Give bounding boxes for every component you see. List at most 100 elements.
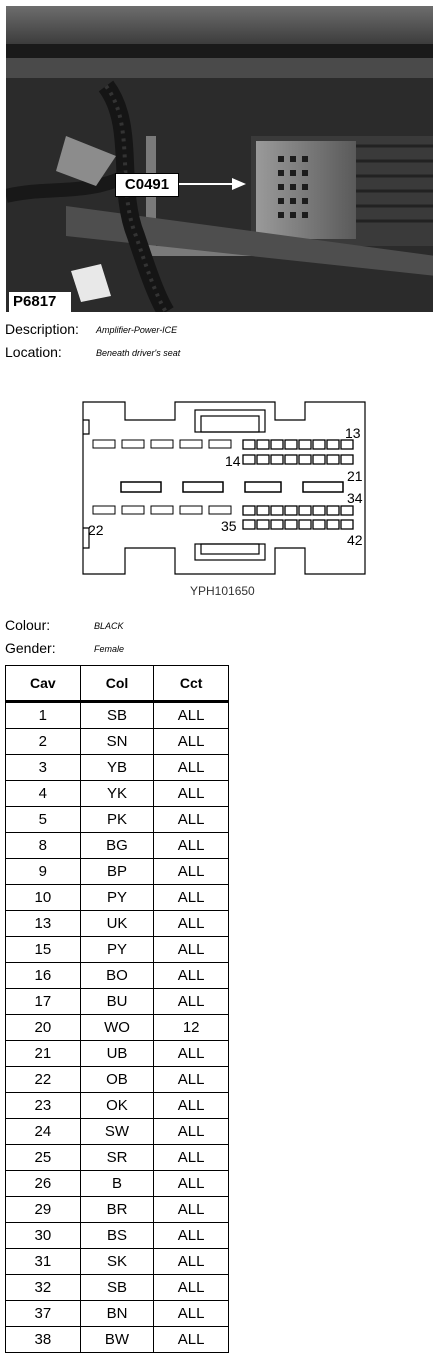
description-label: Description: bbox=[5, 321, 79, 337]
col-cell: BN bbox=[79, 1300, 155, 1327]
col-cell: SB bbox=[79, 1274, 155, 1301]
cct-cell: ALL bbox=[153, 1144, 229, 1171]
connector-face-diagram: 13 14 21 34 22 35 42 bbox=[82, 401, 366, 575]
description-value: Amplifier-Power-ICE bbox=[96, 325, 178, 335]
col-cell: OB bbox=[79, 1066, 155, 1093]
col-cell: BR bbox=[79, 1196, 155, 1223]
cav-cell: 10 bbox=[5, 884, 81, 911]
col-cell: YK bbox=[79, 780, 155, 807]
col-cell: BU bbox=[79, 988, 155, 1015]
col-cell: OK bbox=[79, 1092, 155, 1119]
pin-label-22: 22 bbox=[88, 522, 104, 538]
connector-callout-label: C0491 bbox=[115, 173, 179, 197]
header-col: Col bbox=[79, 665, 155, 703]
cct-cell: ALL bbox=[153, 1274, 229, 1301]
gender-line: Gender: Female bbox=[5, 640, 124, 656]
cav-cell: 13 bbox=[5, 910, 81, 937]
col-cell: WO bbox=[79, 1014, 155, 1041]
diagram-code: YPH101650 bbox=[190, 584, 255, 598]
photo-image bbox=[6, 6, 433, 312]
cct-cell: ALL bbox=[153, 1170, 229, 1197]
colour-value: BLACK bbox=[94, 621, 124, 631]
cav-cell: 9 bbox=[5, 858, 81, 885]
col-cell: SR bbox=[79, 1144, 155, 1171]
cct-cell: ALL bbox=[153, 1092, 229, 1119]
col-cell: BS bbox=[79, 1222, 155, 1249]
cct-cell: ALL bbox=[153, 728, 229, 755]
cct-cell: ALL bbox=[153, 1196, 229, 1223]
location-label: Location: bbox=[5, 344, 62, 360]
col-cell: SW bbox=[79, 1118, 155, 1145]
col-cell: PY bbox=[79, 936, 155, 963]
cct-cell: ALL bbox=[153, 1118, 229, 1145]
cct-cell: ALL bbox=[153, 910, 229, 937]
cct-cell: ALL bbox=[153, 806, 229, 833]
cav-cell: 38 bbox=[5, 1326, 81, 1353]
cct-cell: ALL bbox=[153, 754, 229, 781]
pin-label-13: 13 bbox=[345, 425, 361, 441]
cav-cell: 3 bbox=[5, 754, 81, 781]
header-cav: Cav bbox=[5, 665, 81, 703]
cct-cell: ALL bbox=[153, 1066, 229, 1093]
col-cell: BG bbox=[79, 832, 155, 859]
col-cell: SB bbox=[79, 701, 155, 729]
col-cell: YB bbox=[79, 754, 155, 781]
cct-cell: ALL bbox=[153, 832, 229, 859]
cct-cell: ALL bbox=[153, 858, 229, 885]
colour-line: Colour: BLACK bbox=[5, 617, 124, 633]
cav-cell: 37 bbox=[5, 1300, 81, 1327]
pin-label-21: 21 bbox=[347, 468, 363, 484]
cav-cell: 21 bbox=[5, 1040, 81, 1067]
col-cell: B bbox=[79, 1170, 155, 1197]
connector-location-photo: C0491 P6817 bbox=[6, 6, 433, 312]
cav-cell: 8 bbox=[5, 832, 81, 859]
cav-cell: 16 bbox=[5, 962, 81, 989]
cav-cell: 1 bbox=[5, 701, 81, 729]
cav-cell: 5 bbox=[5, 806, 81, 833]
col-cell: PY bbox=[79, 884, 155, 911]
cav-cell: 26 bbox=[5, 1170, 81, 1197]
cct-cell: ALL bbox=[153, 1300, 229, 1327]
cav-cell: 29 bbox=[5, 1196, 81, 1223]
cct-cell: ALL bbox=[153, 988, 229, 1015]
col-cell: BW bbox=[79, 1326, 155, 1353]
location-value: Beneath driver's seat bbox=[96, 348, 181, 358]
cav-cell: 30 bbox=[5, 1222, 81, 1249]
cav-cell: 22 bbox=[5, 1066, 81, 1093]
cav-cell: 15 bbox=[5, 936, 81, 963]
colour-label: Colour: bbox=[5, 617, 51, 633]
pin-label-14: 14 bbox=[225, 453, 241, 469]
cct-cell: 12 bbox=[153, 1014, 229, 1041]
col-cell: UB bbox=[79, 1040, 155, 1067]
cct-cell: ALL bbox=[153, 962, 229, 989]
cav-cell: 2 bbox=[5, 728, 81, 755]
col-cell: PK bbox=[79, 806, 155, 833]
pin-label-42: 42 bbox=[347, 532, 363, 548]
cav-cell: 20 bbox=[5, 1014, 81, 1041]
cct-cell: ALL bbox=[153, 1248, 229, 1275]
cav-cell: 24 bbox=[5, 1118, 81, 1145]
cav-cell: 23 bbox=[5, 1092, 81, 1119]
cct-cell: ALL bbox=[153, 1040, 229, 1067]
cav-cell: 32 bbox=[5, 1274, 81, 1301]
cct-cell: ALL bbox=[153, 884, 229, 911]
